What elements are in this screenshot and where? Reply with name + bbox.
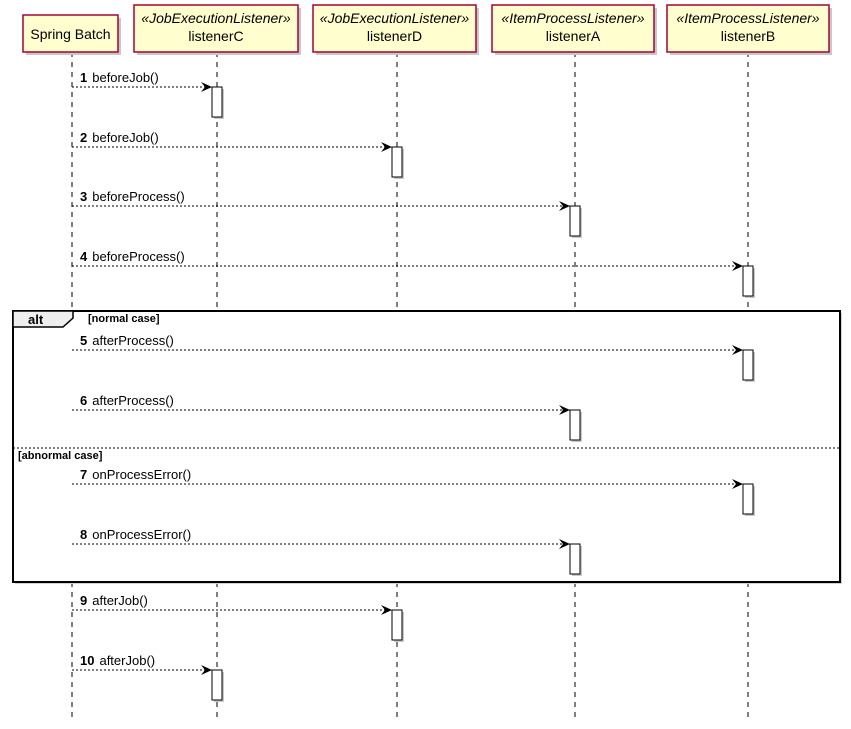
frame-keyword: alt bbox=[28, 312, 44, 327]
message-number: 4 bbox=[80, 249, 88, 264]
message-label: 3 beforeProcess() bbox=[80, 189, 185, 204]
activation-bar-listenerA bbox=[569, 543, 581, 575]
participant-name: listenerC bbox=[188, 28, 243, 44]
participant-stereotype: «JobExecutionListener» bbox=[320, 10, 470, 26]
message-number: 7 bbox=[80, 467, 87, 482]
message-number: 9 bbox=[80, 593, 87, 608]
participant-listenerC: «JobExecutionListener» listenerC bbox=[133, 4, 301, 55]
participant-springbatch: Spring Batch bbox=[22, 14, 121, 55]
message-text: beforeProcess() bbox=[92, 189, 184, 204]
participant-box bbox=[491, 4, 655, 53]
activation-bar-listenerD bbox=[391, 146, 403, 178]
participant-box bbox=[22, 14, 119, 53]
activation-bar-listenerA bbox=[569, 205, 581, 237]
message-number: 5 bbox=[80, 333, 87, 348]
alt-frame: alt [normal case] [abnormal case] bbox=[12, 310, 842, 584]
activation-bar-listenerC bbox=[211, 86, 223, 118]
message-text: afterJob() bbox=[99, 653, 155, 668]
participant-stereotype: «JobExecutionListener» bbox=[141, 10, 291, 26]
message-label: 10 afterJob() bbox=[80, 653, 155, 668]
message-number: 1 bbox=[80, 70, 87, 85]
participant-listenerA: «ItemProcessListener» listenerA bbox=[491, 4, 657, 55]
message-text: afterJob() bbox=[92, 593, 148, 608]
message-label: 4 beforeProcess() bbox=[80, 249, 185, 264]
message-label: 6 afterProcess() bbox=[80, 393, 174, 408]
message-label: 7 onProcessError() bbox=[80, 467, 191, 482]
participant-name: Spring Batch bbox=[30, 26, 110, 42]
message-label: 1 beforeJob() bbox=[80, 70, 159, 85]
guard-normal-case: [normal case] bbox=[88, 313, 160, 325]
message-number: 2 bbox=[80, 130, 87, 145]
participant-name: listenerD bbox=[367, 28, 422, 44]
frame-border bbox=[12, 310, 841, 583]
message-2: 2 beforeJob() bbox=[72, 130, 392, 152]
activation-bar-listenerA bbox=[569, 409, 581, 441]
participant-box bbox=[133, 4, 299, 53]
message-text: afterProcess() bbox=[92, 333, 174, 348]
message-6: 6 afterProcess() bbox=[72, 393, 570, 415]
message-10: 10 afterJob() bbox=[72, 653, 212, 675]
message-9: 9 afterJob() bbox=[72, 593, 392, 615]
message-4: 4 beforeProcess() bbox=[72, 249, 743, 271]
message-1: 1 beforeJob() bbox=[72, 70, 212, 92]
message-3: 3 beforeProcess() bbox=[72, 189, 570, 211]
participant-listenerB: «ItemProcessListener» listenerB bbox=[666, 4, 832, 55]
message-text: beforeProcess() bbox=[92, 249, 184, 264]
participant-name: listenerB bbox=[721, 28, 775, 44]
message-text: beforeJob() bbox=[92, 70, 158, 85]
participant-box bbox=[666, 4, 830, 53]
message-number: 6 bbox=[80, 393, 87, 408]
frame-tab bbox=[12, 310, 74, 328]
message-text: onProcessError() bbox=[92, 527, 191, 542]
activation-bar-listenerB bbox=[742, 483, 754, 515]
message-label: 8 onProcessError() bbox=[80, 527, 191, 542]
activation-bar-listenerC bbox=[211, 669, 223, 701]
message-8: 8 onProcessError() bbox=[72, 527, 570, 549]
guard-abnormal-case: [abnormal case] bbox=[18, 450, 103, 462]
message-5: 5 afterProcess() bbox=[72, 333, 743, 355]
message-number: 8 bbox=[80, 527, 87, 542]
participant-stereotype: «ItemProcessListener» bbox=[501, 10, 644, 26]
message-text: afterProcess() bbox=[92, 393, 174, 408]
message-7: 7 onProcessError() bbox=[72, 467, 743, 489]
message-label: 9 afterJob() bbox=[80, 593, 148, 608]
participant-box bbox=[312, 4, 477, 53]
message-number: 10 bbox=[80, 653, 94, 668]
message-number: 3 bbox=[80, 189, 87, 204]
activation-bar-listenerD bbox=[391, 609, 403, 641]
message-label: 5 afterProcess() bbox=[80, 333, 174, 348]
activation-bar-listenerB bbox=[742, 349, 754, 381]
message-text: beforeJob() bbox=[92, 130, 158, 145]
participant-name: listenerA bbox=[546, 28, 601, 44]
participant-stereotype: «ItemProcessListener» bbox=[676, 10, 819, 26]
activation-bar-listenerB bbox=[742, 265, 754, 297]
message-text: onProcessError() bbox=[92, 467, 191, 482]
message-label: 2 beforeJob() bbox=[80, 130, 159, 145]
participant-listenerD: «JobExecutionListener» listenerD bbox=[312, 4, 479, 55]
